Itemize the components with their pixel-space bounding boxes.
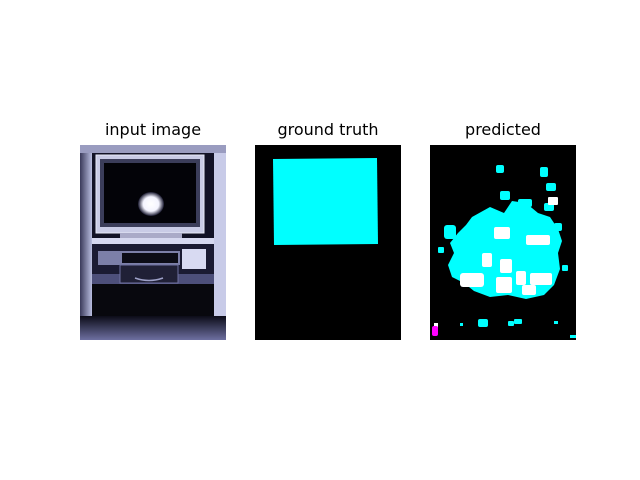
predicted-mask [430, 145, 576, 340]
ground-truth-mask [255, 145, 401, 340]
ground-truth-panel [255, 145, 401, 340]
predicted-magenta-regions [432, 326, 438, 336]
predicted-white-regions [434, 197, 558, 329]
ground-truth-region [273, 158, 378, 245]
ground-truth-title: ground truth [277, 120, 379, 139]
predicted-title: predicted [465, 120, 541, 139]
input-image-photo [80, 145, 226, 340]
predicted-panel [430, 145, 576, 340]
input-image-panel [80, 145, 226, 340]
input-image-title: input image [104, 120, 202, 139]
